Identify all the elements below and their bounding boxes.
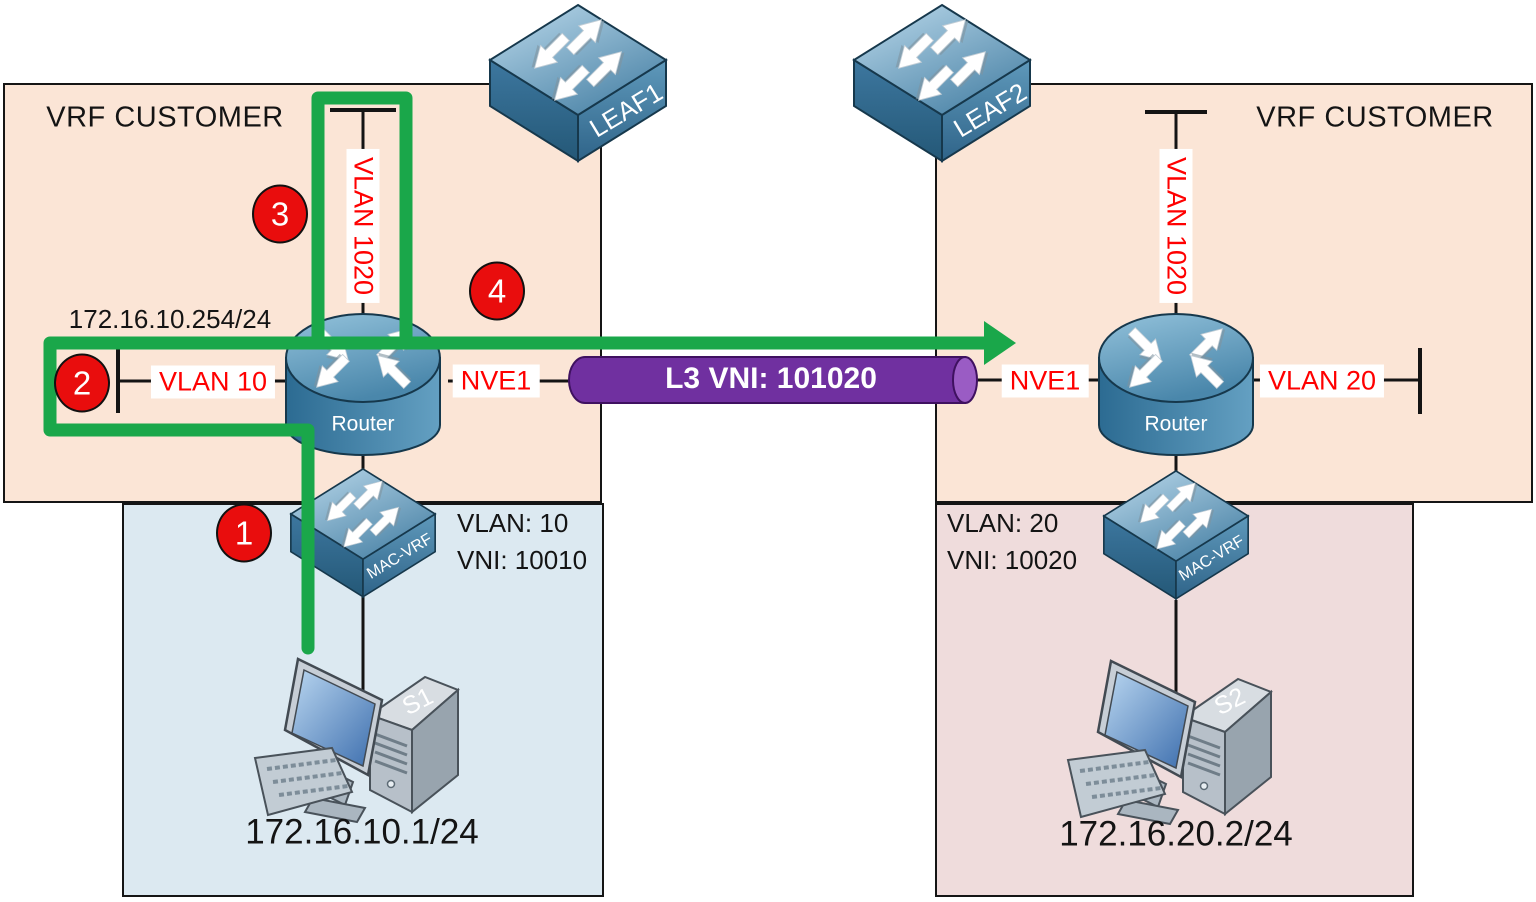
macvrf-right-icon [1104, 471, 1248, 599]
host-right-vni: VNI: 10020 [947, 545, 1078, 575]
step-badge-3: 3 [252, 184, 308, 244]
host-left-vni: VNI: 10010 [457, 545, 588, 575]
nve1-right-label: NVE1 [1001, 364, 1089, 398]
step-badge-4: 4 [469, 261, 525, 321]
host-s1-ip: 172.16.10.1/24 [245, 812, 479, 852]
step-badge-1: 1 [216, 503, 272, 563]
host-right-info: VLAN: 20 VNI: 10020 [947, 505, 1077, 579]
vlan-1020-right-label: VLAN 1020 [1159, 148, 1193, 304]
traffic-path [43, 91, 993, 655]
host-s2-icon [1066, 659, 1273, 826]
host-right-vlan: VLAN: 20 [947, 508, 1059, 538]
host-left-info: VLAN: 10 VNI: 10010 [457, 505, 587, 579]
vlan-10-label: VLAN 10 [150, 365, 276, 399]
vlan-20-label: VLAN 20 [1259, 364, 1385, 398]
step-badge-2: 2 [54, 353, 110, 413]
vrf-title-left: VRF CUSTOMER [46, 101, 284, 134]
endpoint-ticks [116, 108, 1422, 414]
router-right-label: Router [1144, 412, 1208, 436]
gateway-ip-label: 172.16.10.254/24 [68, 304, 272, 334]
l3vni-tunnel-shape [568, 356, 978, 404]
host-left-vlan: VLAN: 10 [457, 508, 569, 538]
vlan-1020-left-label: VLAN 1020 [346, 148, 380, 304]
nve1-left-label: NVE1 [452, 364, 540, 398]
vrf-title-right: VRF CUSTOMER [1256, 101, 1494, 134]
router-left-label: Router [331, 412, 395, 436]
host-s2-ip: 172.16.20.2/24 [1059, 814, 1293, 854]
host-s1-icon [253, 657, 460, 824]
vrf-zone-right [935, 83, 1533, 503]
l3vni-tunnel-label: L3 VNI: 101020 [665, 362, 877, 395]
traffic-path-arrowhead [984, 321, 1016, 365]
